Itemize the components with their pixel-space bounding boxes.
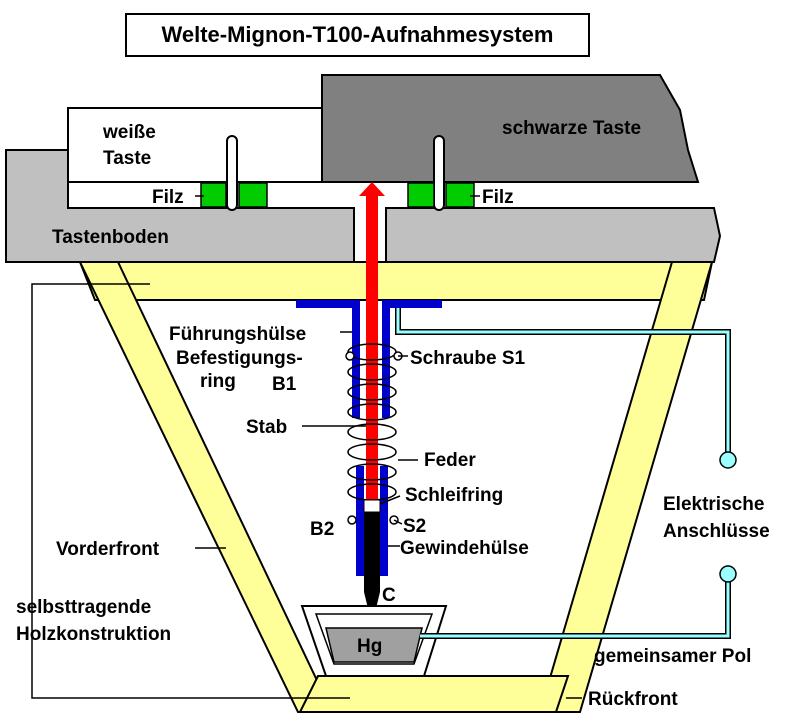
key-bed-right (385, 207, 722, 263)
label-key-bed: Tastenboden (52, 227, 169, 248)
label-front: Vorderfront (56, 539, 160, 560)
label-electrical-1: Elektrische (663, 494, 764, 515)
wire-upper (396, 308, 730, 456)
label-self-supporting-2: Holzkonstruktion (16, 624, 171, 645)
label-screw-s1: Schraube S1 (410, 348, 526, 369)
label-common-pole: gemeinsamer Pol (594, 646, 751, 667)
rod (366, 196, 378, 510)
label-b2: B2 (310, 519, 334, 540)
spring (347, 343, 397, 501)
label-mounting-ring-1: Befestigungs- (176, 348, 303, 369)
wire-common (420, 578, 730, 638)
key-bed-left (5, 149, 355, 263)
contact-needle-c (364, 510, 380, 625)
felt-pad (200, 182, 227, 208)
mercury-pool (325, 627, 423, 663)
label-white-key-1: weiße (102, 122, 156, 143)
label-felt-right: Filz (482, 187, 514, 208)
label-self-supporting-1: selbsttragende (16, 597, 151, 618)
wood-top-beam (78, 261, 714, 301)
label-white-key-2: Taste (103, 148, 151, 169)
label-needle-c: C (382, 585, 396, 606)
label-mercury: Hg (357, 636, 382, 657)
diagram-title: Welte-Mignon-T100-Aufnahmesystem (125, 13, 590, 57)
slip-ring (363, 499, 381, 513)
leader-lines (31, 195, 582, 699)
label-thread-sleeve: Gewindehülse (400, 538, 529, 559)
label-s2: S2 (403, 516, 426, 537)
wood-bottom-beam (298, 675, 570, 713)
felt-pad (445, 182, 475, 208)
black-key-pin (433, 135, 445, 211)
felt-pad (407, 182, 435, 208)
felt-pad (238, 182, 268, 208)
label-rod: Stab (246, 417, 287, 438)
white-key (67, 107, 323, 183)
terminal-lower (719, 565, 737, 583)
label-mounting-ring-2: ring (200, 371, 236, 392)
rod-tip (359, 182, 385, 196)
label-b1: B1 (272, 374, 297, 395)
label-spring: Feder (424, 450, 476, 471)
white-key-pin (226, 135, 238, 211)
label-slip-ring: Schleifring (405, 485, 503, 506)
label-electrical-2: Anschlüsse (663, 521, 770, 542)
label-black-key: schwarze Taste (502, 118, 641, 139)
label-felt-left: Filz (152, 187, 184, 208)
terminal-upper (719, 451, 737, 469)
label-back-front: Rückfront (588, 689, 678, 710)
label-guide-sleeve: Führungshülse (169, 324, 306, 345)
wire-upper (395, 308, 731, 456)
